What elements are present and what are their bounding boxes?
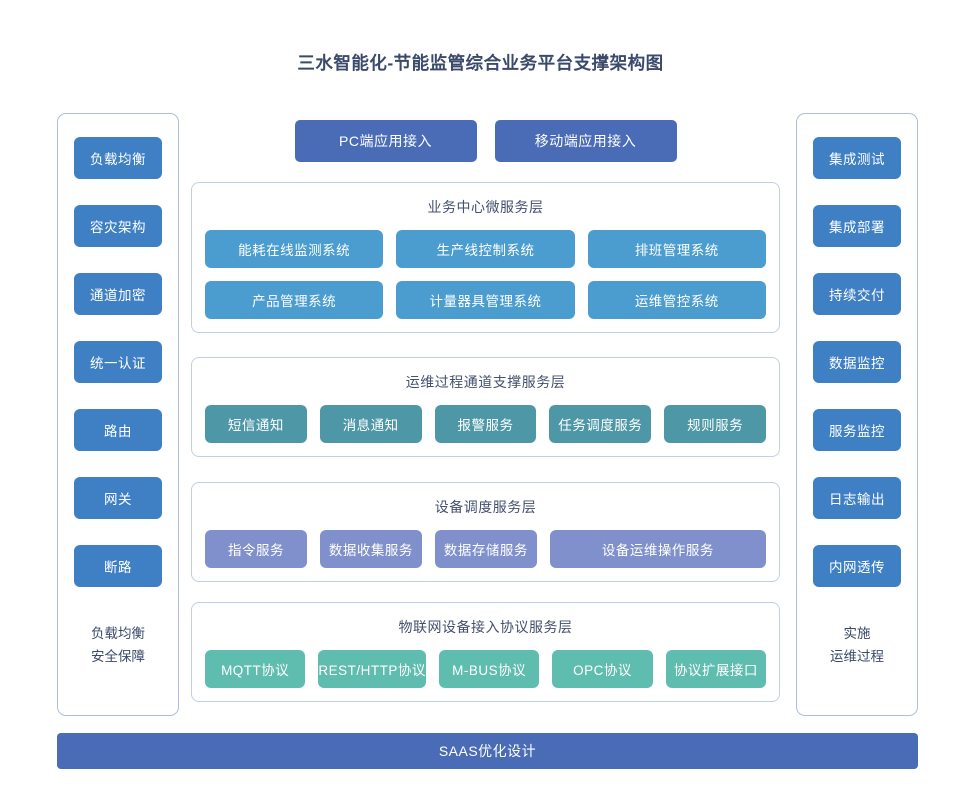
service-box-data-collection[interactable]: 数据收集服务 (319, 530, 422, 568)
service-box-task-scheduling[interactable]: 任务调度服务 (549, 405, 652, 443)
protocol-box-extension-interface[interactable]: 协议扩展接口 (665, 650, 767, 688)
service-box-energy-monitor[interactable]: 能耗在线监测系统 (205, 230, 384, 268)
saas-optimization-bar[interactable]: SAAS优化设计 (57, 733, 918, 769)
service-box-product-management[interactable]: 产品管理系统 (205, 281, 384, 319)
right-column-footer: 实施 运维过程 (830, 622, 884, 668)
service-box-sms-notification[interactable]: 短信通知 (205, 405, 307, 443)
layer-title-ops: 运维过程通道支撑服务层 (405, 374, 566, 390)
left-footer-line-1: 负载均衡 (91, 626, 145, 641)
service-box-message-notification[interactable]: 消息通知 (319, 405, 422, 443)
service-box-rule-service[interactable]: 规则服务 (664, 405, 766, 443)
sidebar-item-left-7[interactable]: 断路 (74, 545, 162, 587)
sidebar-item-left-6[interactable]: 网关 (74, 477, 162, 519)
left-footer-line-2: 安全保障 (91, 649, 145, 664)
right-footer-line-1: 实施 (843, 626, 871, 641)
sidebar-item-right-7[interactable]: 内网透传 (813, 545, 901, 587)
protocol-box-opc[interactable]: OPC协议 (552, 650, 653, 688)
chip-row-ops: 短信通知 消息通知 报警服务 任务调度服务 规则服务 (205, 405, 766, 443)
sidebar-item-right-1[interactable]: 集成测试 (813, 137, 901, 179)
layer-device-scheduling: 设备调度服务层 指令服务 数据收集服务 数据存储服务 设备运维操作服务 (191, 482, 780, 582)
protocol-box-mbus[interactable]: M-BUS协议 (438, 650, 540, 688)
sidebar-item-right-4[interactable]: 数据监控 (813, 341, 901, 383)
access-button-mobile[interactable]: 移动端应用接入 (494, 120, 677, 162)
layer-ops-channel-support: 运维过程通道支撑服务层 短信通知 消息通知 报警服务 任务调度服务 规则服务 (191, 357, 780, 457)
left-support-column: 负载均衡 容灾架构 通道加密 统一认证 路由 网关 断路 负载均衡 安全保障 (57, 113, 179, 716)
layer-title-protocol: 物联网设备接入协议服务层 (398, 619, 573, 635)
chip-row-protocol: MQTT协议 REST/HTTP协议 M-BUS协议 OPC协议 协议扩展接口 (205, 650, 767, 688)
sidebar-item-left-3[interactable]: 通道加密 (74, 273, 162, 315)
right-footer-line-2: 运维过程 (830, 649, 884, 664)
sidebar-item-left-2[interactable]: 容灾架构 (74, 205, 162, 247)
application-access-row: PC端应用接入 移动端应用接入 (191, 120, 780, 162)
sidebar-item-left-5[interactable]: 路由 (74, 409, 162, 451)
sidebar-item-right-3[interactable]: 持续交付 (813, 273, 901, 315)
sidebar-item-right-5[interactable]: 服务监控 (813, 409, 901, 451)
layer-iot-protocol: 物联网设备接入协议服务层 MQTT协议 REST/HTTP协议 M-BUS协议 … (191, 602, 780, 702)
chip-row-business-2: 产品管理系统 计量器具管理系统 运维管控系统 (205, 281, 766, 319)
service-box-data-storage[interactable]: 数据存储服务 (434, 530, 537, 568)
access-button-pc[interactable]: PC端应用接入 (294, 120, 477, 162)
service-box-metering-instrument-management[interactable]: 计量器具管理系统 (396, 281, 575, 319)
sidebar-item-right-6[interactable]: 日志输出 (813, 477, 901, 519)
chip-row-device: 指令服务 数据收集服务 数据存储服务 设备运维操作服务 (205, 530, 766, 568)
left-column-footer: 负载均衡 安全保障 (91, 622, 145, 668)
service-box-device-ops-operation[interactable]: 设备运维操作服务 (549, 530, 766, 568)
chip-row-business-1: 能耗在线监测系统 生产线控制系统 排班管理系统 (205, 230, 766, 268)
sidebar-item-left-4[interactable]: 统一认证 (74, 341, 162, 383)
layer-title-business: 业务中心微服务层 (427, 199, 544, 215)
sidebar-item-right-2[interactable]: 集成部署 (813, 205, 901, 247)
service-box-alarm-service[interactable]: 报警服务 (434, 405, 537, 443)
service-box-ops-control[interactable]: 运维管控系统 (587, 281, 766, 319)
sidebar-item-left-1[interactable]: 负载均衡 (74, 137, 162, 179)
right-support-column: 集成测试 集成部署 持续交付 数据监控 服务监控 日志输出 内网透传 实施 运维… (796, 113, 918, 716)
layer-title-device: 设备调度服务层 (434, 499, 537, 515)
service-box-command-service[interactable]: 指令服务 (205, 530, 307, 568)
layer-business-microservice: 业务中心微服务层 能耗在线监测系统 生产线控制系统 排班管理系统 产品管理系统 … (191, 182, 780, 333)
page-title: 三水智能化-节能监管综合业务平台支撑架构图 (297, 53, 664, 73)
protocol-box-mqtt[interactable]: MQTT协议 (205, 650, 306, 688)
protocol-box-rest-http[interactable]: REST/HTTP协议 (318, 650, 426, 688)
service-box-shift-management[interactable]: 排班管理系统 (587, 230, 766, 268)
service-box-production-line-control[interactable]: 生产线控制系统 (396, 230, 575, 268)
